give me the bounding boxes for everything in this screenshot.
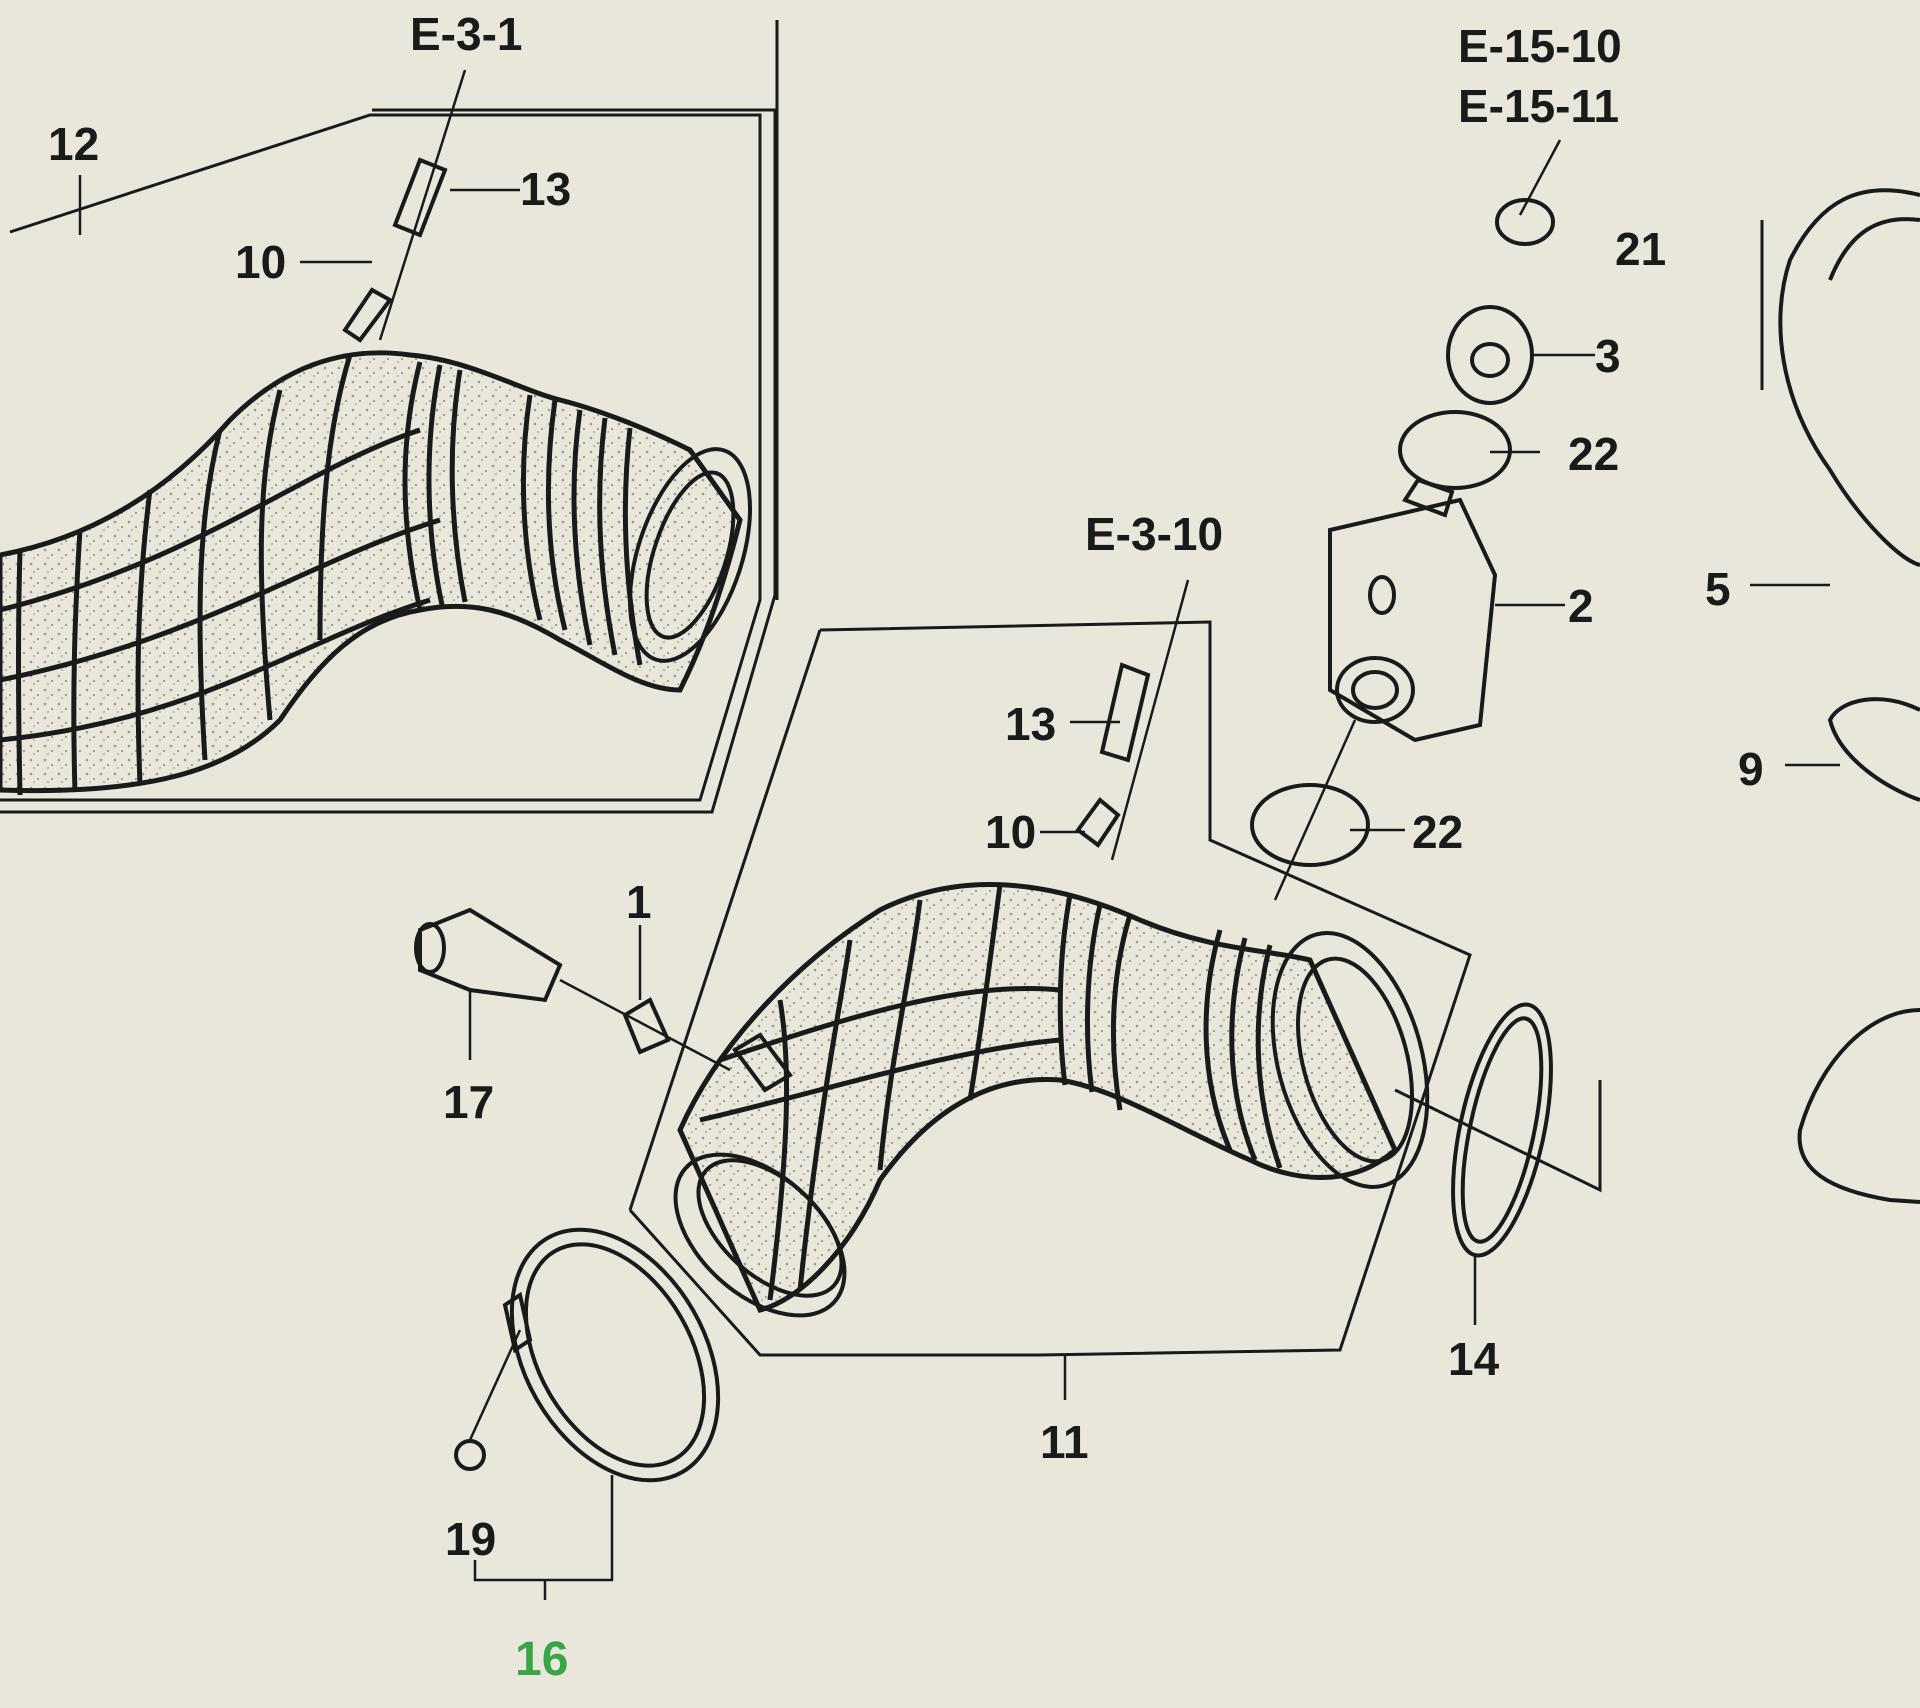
clamp-16-screw [502, 1291, 533, 1354]
clamp-16-ring [509, 1227, 721, 1483]
bolt-stud [732, 1032, 793, 1093]
frame-11 [628, 620, 1472, 1357]
ring-14-group [1394, 1002, 1602, 1325]
callout-3: 3 [1595, 330, 1621, 382]
sensor-17-end [414, 922, 446, 974]
callout-16[interactable]: 16 [515, 1633, 568, 1686]
callout-13-mid: 13 [1005, 698, 1056, 750]
callout-13-top: 13 [520, 163, 571, 215]
duct-12-body [0, 350, 743, 794]
clip-10-mid [1075, 797, 1121, 848]
duct-11-ribs [699, 884, 1283, 1301]
clamp-22-upper [1398, 410, 1512, 490]
callout-9: 9 [1738, 743, 1764, 795]
duct-11-inlet-inner [696, 1158, 844, 1298]
clip-1 [622, 997, 671, 1055]
ref-e3-1: E-3-1 [410, 8, 522, 60]
clamp-16 [454, 1227, 721, 1600]
bracket-14 [1394, 1080, 1602, 1193]
airbox-upper-lip [1828, 217, 1920, 281]
sensor-17-axis [559, 978, 731, 1072]
callout-10-mid: 10 [985, 806, 1036, 858]
frame-11-left [628, 629, 822, 1211]
duct-12-ribs [0, 354, 643, 796]
leader-e31 [378, 69, 467, 341]
inset-frame-outer [0, 113, 762, 802]
ref-e3-10: E-3-10 [1085, 508, 1223, 560]
resonator-2-port-inner [1351, 670, 1399, 710]
callout-1: 1 [626, 876, 652, 928]
valve-3 [1446, 305, 1534, 405]
callout-21: 21 [1615, 223, 1666, 275]
sensor-17 [418, 907, 563, 1003]
duct-12-opening [627, 447, 753, 663]
airbox-bracket-9 [1827, 697, 1920, 802]
resonator-2-hole [1368, 575, 1396, 615]
airbox-lower [1797, 1008, 1920, 1204]
resonator-2 [1328, 497, 1498, 743]
inset-frame-inner [0, 108, 777, 814]
leader-e1510 [1518, 139, 1562, 216]
nut-19 [454, 1439, 486, 1471]
duct-11 [628, 579, 1472, 1400]
hose-axis-lower [1273, 719, 1357, 901]
sensor-13-mid [1099, 662, 1151, 763]
bracket-16 [473, 1475, 614, 1582]
callout-12: 12 [48, 118, 99, 170]
callout-11: 11 [1040, 1416, 1089, 1468]
callout-17: 17 [443, 1076, 494, 1128]
clip-21 [1495, 198, 1555, 246]
duct-11-opening-inner [1296, 956, 1414, 1164]
callout-22-mid: 22 [1412, 806, 1463, 858]
duct-12-opening-inner [644, 470, 736, 640]
sensor-13-top [392, 157, 448, 238]
duct-11-body [677, 882, 1399, 1313]
ref-e15-10: E-15-10 [1458, 20, 1622, 72]
leader-e310 [1110, 579, 1190, 861]
airbox-upper [1778, 188, 1920, 567]
callout-19: 19 [445, 1513, 496, 1565]
sensor-17-group [414, 907, 731, 1072]
resonator-2-nipple [1401, 477, 1455, 518]
resonator-group [1250, 139, 1595, 901]
callout-10-top: 10 [235, 236, 286, 288]
duct-11-opening [1270, 931, 1430, 1189]
ring-14-inner [1460, 1016, 1544, 1244]
clamp-22-lower [1250, 783, 1370, 867]
callout-2: 2 [1568, 580, 1594, 632]
clip-10-top [342, 287, 393, 343]
inset-duct-12 [0, 20, 779, 814]
valve-3-core [1470, 342, 1510, 378]
clamp-16-ring-inner [523, 1242, 707, 1468]
callout-5: 5 [1705, 563, 1731, 615]
screw-axis [468, 1329, 522, 1441]
right-edge-assembly [1750, 188, 1920, 1204]
resonator-2-port [1335, 656, 1415, 724]
callout-14: 14 [1448, 1333, 1500, 1385]
ref-e15-11: E-15-11 [1458, 80, 1619, 132]
callout-22-top: 22 [1568, 428, 1619, 480]
